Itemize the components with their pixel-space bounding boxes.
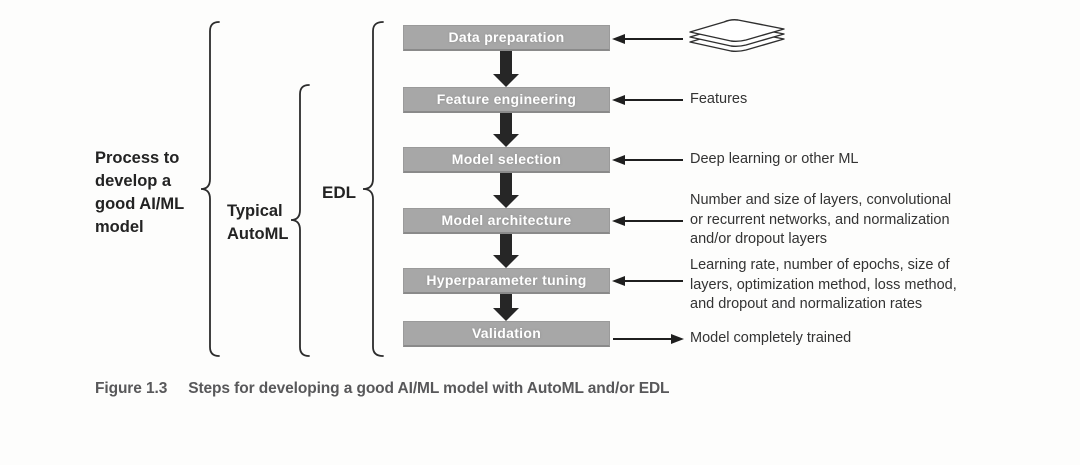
edl-brace-label: EDL	[322, 183, 356, 202]
down-arrow-icon	[493, 234, 519, 268]
typical-automl-brace-label: Typical AutoML	[227, 202, 289, 243]
edl-brace-icon	[362, 21, 384, 357]
down-arrow-icon	[493, 113, 519, 147]
annotation-hyperparameter-tuning: Learning rate, number of epochs, size of…	[690, 257, 957, 312]
flow-box-validation: Validation	[403, 321, 610, 347]
figure-caption-text: Steps for developing a good AI/ML model …	[188, 380, 670, 397]
flow-box-data-preparation: Data preparation	[403, 25, 610, 51]
paper-stack-icon	[689, 19, 785, 53]
left-arrow-icon	[612, 34, 683, 44]
typical-automl-brace-icon	[290, 84, 310, 357]
flow-box-model-selection: Model selection	[403, 147, 610, 173]
left-arrow-icon	[612, 155, 683, 165]
flow-box-hyperparameter-tuning: Hyperparameter tuning	[403, 268, 610, 294]
flow-box-model-architecture: Model architecture	[403, 208, 610, 234]
process-brace-label: Process to develop a good AI/ML model	[95, 149, 185, 236]
left-arrow-icon	[612, 276, 683, 286]
down-arrow-icon	[493, 173, 519, 208]
flow-box-feature-engineering: Feature engineering	[403, 87, 610, 113]
down-arrow-icon	[493, 51, 519, 87]
annotation-model-architecture: Number and size of layers, convolutional…	[690, 192, 952, 247]
left-arrow-icon	[612, 216, 683, 226]
annotation-features: Features	[690, 91, 748, 107]
annotation-model-trained: Model completely trained	[690, 330, 852, 346]
process-brace-icon	[200, 21, 220, 357]
figure-caption: Figure 1.3 Steps for developing a good AI…	[95, 380, 670, 398]
right-arrow-icon	[613, 334, 684, 344]
left-arrow-icon	[612, 95, 683, 105]
figure-caption-label: Figure 1.3	[95, 380, 168, 397]
annotation-deep-learning: Deep learning or other ML	[690, 151, 859, 167]
down-arrow-icon	[493, 294, 519, 321]
